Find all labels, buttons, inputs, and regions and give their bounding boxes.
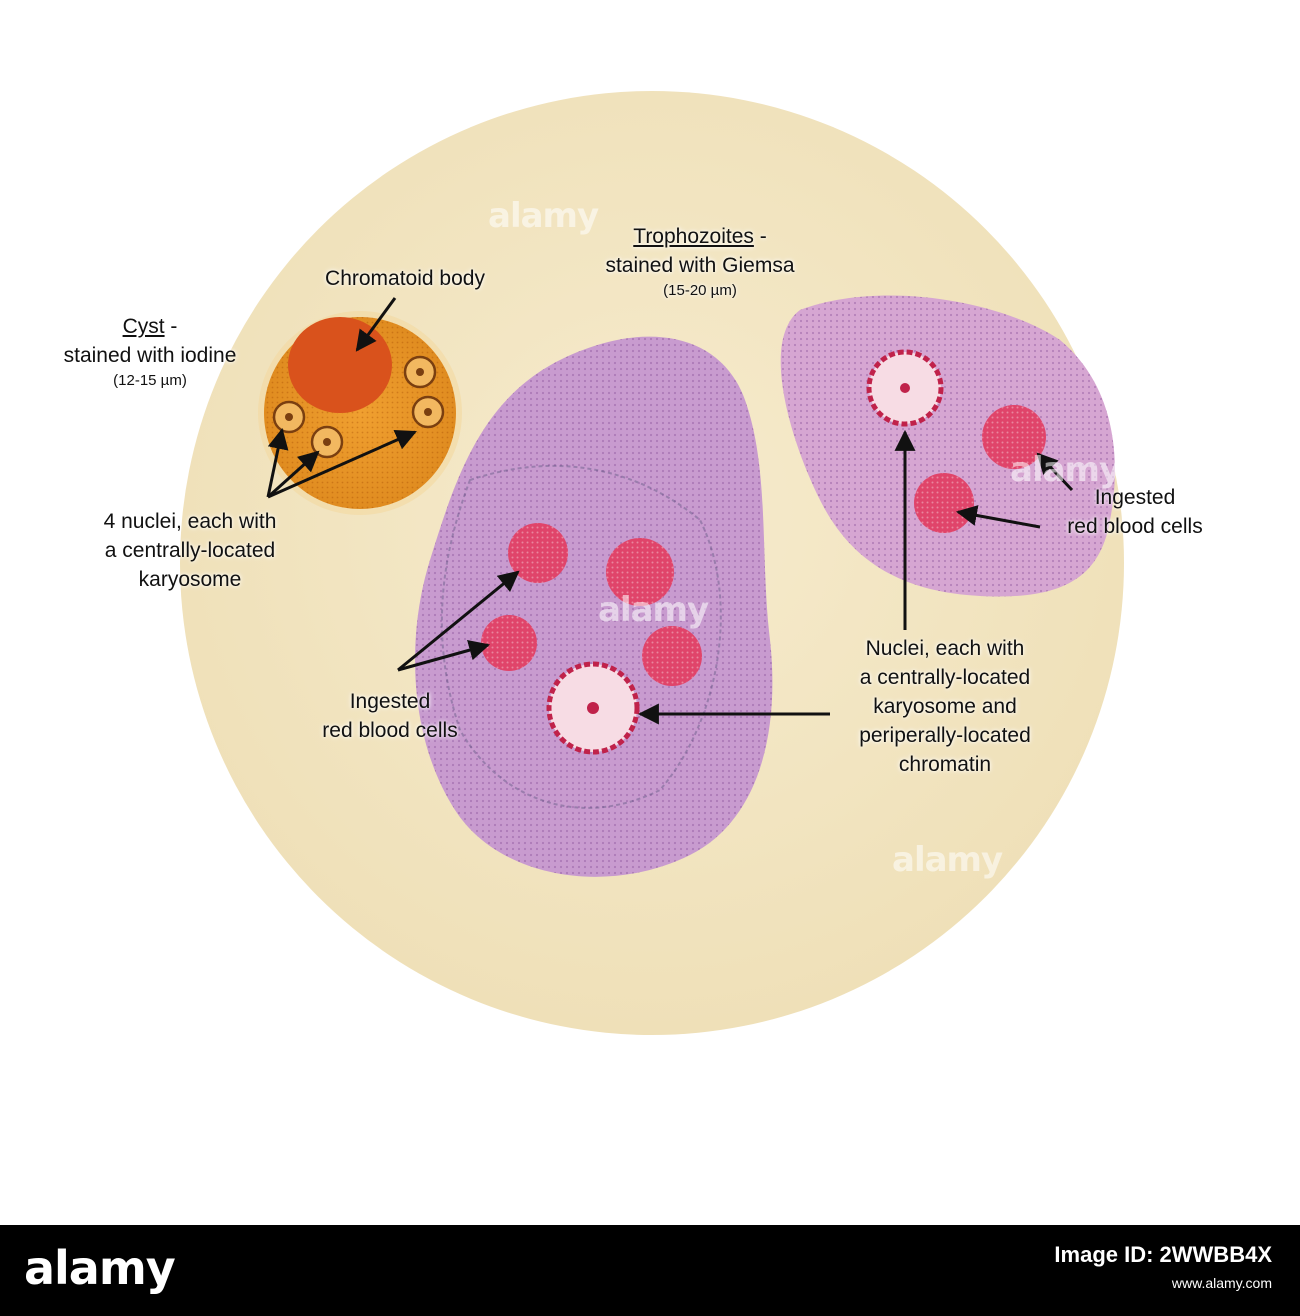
arrow-cyst-nucleus-2 — [266, 450, 320, 499]
ingested-red-blood-cell — [642, 626, 702, 686]
ingested-rbc-left-label: Ingested red blood cells — [290, 687, 490, 745]
ingested-red-blood-cell — [914, 473, 974, 533]
image-info: Image ID: 2WWBB4X www.alamy.com — [1054, 1241, 1272, 1297]
microscope-field-diagram — [180, 91, 1124, 1035]
arrow-rbc-right-2 — [955, 505, 1041, 529]
site-url[interactable]: www.alamy.com — [1171, 1275, 1272, 1291]
ingested-red-blood-cell — [606, 538, 674, 606]
ingested-red-blood-cell — [481, 615, 537, 671]
arrow-cyst-nucleus-3 — [267, 430, 417, 499]
image-id: Image ID: 2WWBB4X — [1054, 1242, 1272, 1267]
cyst-size: (12-15 µm) — [113, 372, 187, 389]
brand-logo[interactable]: alamy — [24, 1241, 176, 1295]
ingested-rbc-right-label: Ingested red blood cells — [1040, 483, 1230, 541]
cyst — [258, 311, 462, 515]
cyst-nucleus — [272, 400, 306, 434]
trophozoites-title-suffix: - — [753, 225, 767, 248]
troph-nuclei-line: Nuclei, each with — [865, 637, 1025, 660]
ingested-red-blood-cell — [982, 405, 1046, 469]
arrow-rbc-right-1 — [1036, 452, 1074, 492]
trophozoites-label: Trophozoites - stained with Giemsa (15-2… — [560, 222, 840, 302]
cyst-nuclei-line: karyosome — [138, 568, 242, 591]
leader-lines — [266, 297, 1074, 725]
watermark: alamy — [598, 590, 709, 630]
ingested-rbc-right-line: red blood cells — [1067, 515, 1203, 538]
cyst-nucleus — [310, 425, 344, 459]
arrow-chromatoid-body — [355, 297, 397, 352]
trophozoite-nucleus — [866, 349, 944, 427]
watermark: alamy — [1010, 450, 1121, 490]
trophozoites-stain: stained with Giemsa — [605, 254, 795, 277]
cyst-label: Cyst - stained with iodine (12-15 µm) — [30, 312, 270, 392]
cyst-nuclei-line: a centrally-located — [104, 539, 276, 562]
trophozoites-size: (15-20 µm) — [663, 282, 737, 299]
trophozoite-nucleus — [546, 661, 640, 755]
cyst-nucleus — [411, 395, 445, 429]
watermark: alamy — [488, 196, 599, 236]
ingested-rbc-right-line: Ingested — [1094, 486, 1176, 509]
trophozoite-small — [780, 295, 1115, 597]
cyst-nuclei-label: 4 nuclei, each with a centrally-located … — [60, 507, 320, 594]
ingested-red-blood-cell — [508, 523, 568, 583]
watermark: alamy — [892, 840, 1003, 880]
arrow-rbc-left-2 — [397, 639, 491, 672]
arrow-cyst-nucleus-1 — [266, 427, 289, 498]
diagram-stage: alamy alamy alamy alamy Cyst - stained w… — [30, 91, 1230, 1035]
trophozoites-title: Trophozoites — [633, 225, 754, 248]
cyst-nucleus — [403, 355, 437, 389]
chromatoid-body-label: Chromatoid body — [325, 267, 485, 290]
troph-nuclei-label: Nuclei, each with a centrally-located ka… — [810, 634, 1080, 779]
ingested-rbc-left-line: red blood cells — [322, 719, 458, 742]
troph-nuclei-line: karyosome and — [873, 695, 1017, 718]
cyst-title: Cyst — [122, 315, 165, 338]
troph-nuclei-line: a centrally-located — [859, 666, 1031, 689]
arrow-rbc-left-1 — [397, 570, 520, 672]
cyst-title-suffix: - — [164, 315, 178, 338]
troph-nuclei-line: periperally-located — [859, 724, 1031, 747]
cyst-stain: stained with iodine — [63, 344, 237, 367]
chromatoid-body — [288, 317, 392, 413]
footer-bar: alamy Image ID: 2WWBB4X www.alamy.com — [0, 1225, 1300, 1316]
cyst-nuclei-line: 4 nuclei, each with — [103, 510, 277, 533]
trophozoite-large — [415, 336, 773, 877]
ingested-rbc-left-line: Ingested — [349, 690, 431, 713]
troph-nuclei-line: chromatin — [898, 753, 992, 776]
